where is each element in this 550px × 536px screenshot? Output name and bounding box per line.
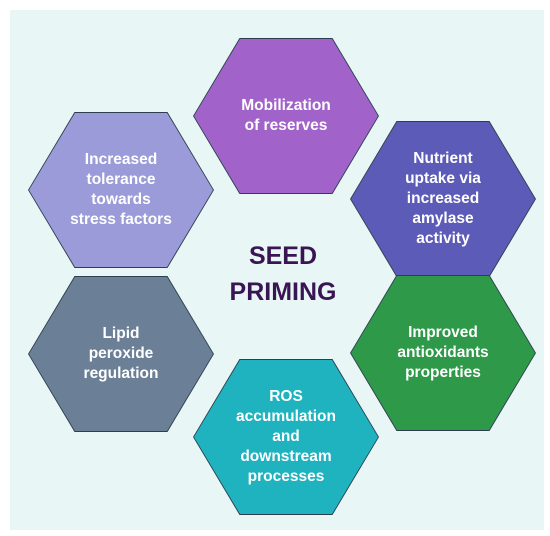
hex-label-lipid-peroxide: Lipid peroxide regulation: [83, 325, 159, 382]
diagram-canvas: Mobilization of reserves Nutrient uptake…: [10, 10, 544, 530]
hex-label-stress-tolerance: Increased tolerance towards stress facto…: [70, 151, 172, 228]
hex-label-mobilization: Mobilization of reserves: [241, 97, 331, 134]
center-title: SEED PRIMING: [229, 242, 337, 306]
hex-label-ros: ROS accumulation and downstream processe…: [236, 388, 336, 485]
hex-stress-tolerance: [29, 113, 213, 267]
hex-label-antioxidants: Improved antioxidants properties: [397, 324, 489, 381]
hex-label-nutrient-uptake: Nutrient uptake via increased amylase ac…: [405, 150, 481, 247]
